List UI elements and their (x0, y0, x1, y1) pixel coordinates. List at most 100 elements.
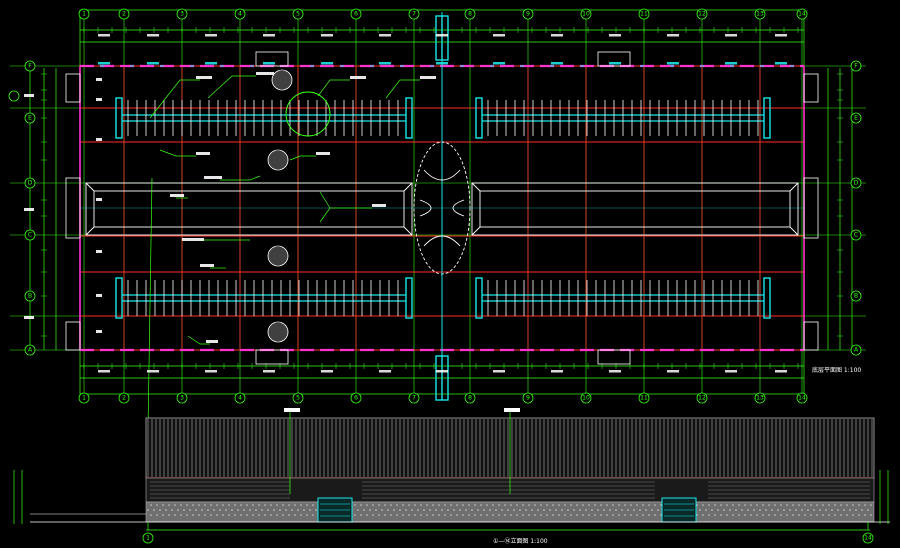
gravel-dot (369, 509, 371, 511)
gravel-dot (492, 504, 494, 506)
gravel-dot (201, 509, 203, 511)
gravel-dot (366, 504, 368, 506)
pen-bank-se-end-left (475, 277, 483, 319)
gravel-dot (519, 509, 521, 511)
gravel-dot (555, 509, 557, 511)
axis-bubble-bottom (754, 392, 766, 404)
axis-label-right: A (854, 347, 859, 354)
gravel-dot (309, 509, 311, 511)
gravel-dot (279, 509, 281, 511)
gravel-dot (429, 509, 431, 511)
gravel-dot (162, 514, 164, 516)
gravel-dot (462, 504, 464, 506)
axis-bubble-bottom (796, 392, 808, 404)
axis-bubble-bottom (176, 392, 188, 404)
gravel-dot (567, 509, 569, 511)
gravel-dot (408, 504, 410, 506)
gravel-dot (552, 504, 554, 506)
dim-text (493, 370, 505, 373)
dim-text (725, 370, 737, 373)
axis-bubble-top (464, 8, 476, 20)
gravel-dot (603, 509, 605, 511)
axis-bubble-bottom (234, 392, 246, 404)
gravel-dot (618, 514, 620, 516)
gravel-dot (312, 514, 314, 516)
gravel-dot (498, 504, 500, 506)
dim-text (379, 34, 391, 37)
gravel-dot (276, 514, 278, 516)
axis-label-right: E (854, 115, 858, 122)
gravel-dot (228, 504, 230, 506)
dim-text (321, 370, 333, 373)
gravel-dot (420, 504, 422, 506)
gravel-dot (630, 504, 632, 506)
gravel-dot (732, 504, 734, 506)
dim-text (493, 62, 505, 65)
gravel-dot (252, 514, 254, 516)
dim-text (147, 62, 159, 65)
gravel-dot (486, 514, 488, 516)
gravel-dot (774, 504, 776, 506)
gravel-dot (303, 509, 305, 511)
gravel-dot (426, 514, 428, 516)
gravel-dot (435, 509, 437, 511)
gravel-dot (231, 509, 233, 511)
dim-text (725, 62, 737, 65)
gravel-dot (582, 504, 584, 506)
gravel-dot (180, 504, 182, 506)
annotation-text (200, 264, 214, 267)
dim-text (436, 370, 448, 373)
axis-label-bottom: 10 (582, 395, 590, 402)
gravel-dot (645, 509, 647, 511)
gravel-dot (804, 504, 806, 506)
gravel-dot (501, 509, 503, 511)
gravel-dot (744, 514, 746, 516)
gravel-dot (153, 509, 155, 511)
gravel-dot (378, 514, 380, 516)
annotation-text (170, 194, 184, 197)
dim-text (436, 62, 448, 65)
dim-text (551, 370, 563, 373)
gravel-dot (696, 514, 698, 516)
axis-bubble-bottom (580, 392, 592, 404)
gravel-dot (825, 509, 827, 511)
gravel-dot (606, 504, 608, 506)
axis-bubble-right (850, 177, 862, 189)
gravel-dot (189, 509, 191, 511)
gravel-dot (759, 509, 761, 511)
axis-label-bottom: 2 (122, 395, 126, 402)
gravel-dot (174, 504, 176, 506)
gravel-dot (765, 509, 767, 511)
gravel-dot (306, 514, 308, 516)
axis-bubble-top (234, 8, 246, 20)
gravel-dot (186, 514, 188, 516)
axis-label-bottom: 13 (756, 395, 764, 402)
axis-bubble-right (850, 229, 862, 241)
dim-text (98, 62, 110, 65)
gravel-dot (213, 509, 215, 511)
dim-text (205, 370, 217, 373)
annotation-text (204, 176, 222, 179)
axis-label-bottom: 9 (526, 395, 530, 402)
gravel-dot (558, 514, 560, 516)
gravel-dot (450, 504, 452, 506)
plan-annotations (24, 34, 787, 373)
elevation-leaders (13, 410, 889, 531)
axis-bubble-left (24, 112, 36, 124)
gravel-dot (609, 509, 611, 511)
annotation-leaders (147, 75, 420, 431)
gravel-dot (870, 514, 872, 516)
elevation-axis-right: 14 (864, 535, 872, 542)
axis-label-left: F (28, 63, 32, 70)
gravel-dot (579, 509, 581, 511)
dim-text (263, 370, 275, 373)
roof-ribs (147, 419, 873, 477)
dim-text (379, 62, 391, 65)
axis-bubble-top (580, 8, 592, 20)
gravel-dot (150, 514, 152, 516)
gravel-dot (582, 514, 584, 516)
gravel-dot (786, 514, 788, 516)
gravel-dot (597, 509, 599, 511)
axis-bubble-top (292, 8, 304, 20)
gravel-dot (468, 514, 470, 516)
